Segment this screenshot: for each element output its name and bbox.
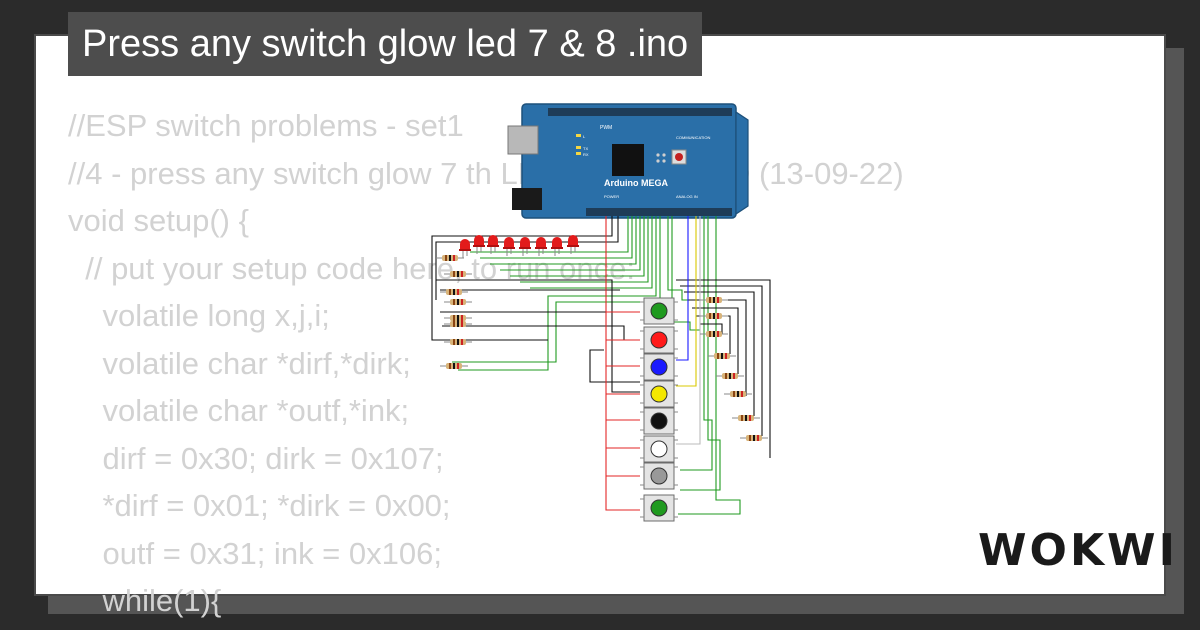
arduino-mega-board: Arduino MEGA PWM COMMUNICATION POWER ANA… <box>507 103 749 219</box>
code-line: dirf = 0x30; dirk = 0x107; <box>68 440 444 476</box>
led <box>519 237 531 256</box>
code-line: volatile char *dirf,*dirk; <box>68 345 411 381</box>
resistor-group-left <box>436 255 472 369</box>
resistor <box>444 339 472 345</box>
code-line: volatile long x,j,i; <box>68 298 330 333</box>
resistor-group-right <box>700 297 768 441</box>
resistor <box>444 321 472 327</box>
led-array <box>459 235 579 258</box>
resistor <box>700 297 728 303</box>
resistor <box>708 353 736 359</box>
resistor <box>740 435 768 441</box>
pushbutton-cap <box>650 331 668 349</box>
pushbutton-cap <box>650 499 668 517</box>
power-label: POWER <box>604 194 619 199</box>
led <box>503 237 515 256</box>
led <box>459 239 471 258</box>
rx-led-label: RX <box>583 152 589 157</box>
code-line: while(1){ <box>68 583 222 618</box>
code-line: volatile char *outf,*ink; <box>68 393 410 428</box>
resistor <box>700 313 728 319</box>
pushbutton-cap <box>650 358 668 376</box>
led <box>487 235 499 254</box>
pushbutton[interactable] <box>640 494 678 522</box>
resistor <box>716 373 744 379</box>
resistor <box>732 415 760 421</box>
pushbutton[interactable] <box>640 297 678 325</box>
communication-label: COMMUNICATION <box>676 135 710 140</box>
pushbutton-cap <box>650 412 668 430</box>
led <box>473 235 485 254</box>
resistor <box>444 315 472 321</box>
resistor <box>436 255 464 261</box>
pushbutton[interactable] <box>640 326 678 354</box>
led <box>551 237 563 256</box>
resistor <box>700 331 728 337</box>
tx-led-label: TX <box>583 146 588 151</box>
pushbutton-cap <box>650 385 668 403</box>
pushbutton-cap <box>650 440 668 458</box>
analog-in-label: ANALOG IN <box>676 194 698 199</box>
wokwi-logo: WOKWI <box>978 525 1178 576</box>
l-led-label: L <box>583 134 586 139</box>
code-line: outf = 0x31; ink = 0x106; <box>68 535 442 571</box>
pwm-label: PWM <box>600 125 612 131</box>
resistor <box>440 289 468 295</box>
pushbutton[interactable] <box>640 407 678 435</box>
project-title: Press any switch glow led 7 & 8 .ino <box>68 12 703 76</box>
pushbutton[interactable] <box>640 380 678 408</box>
pushbutton[interactable] <box>640 435 678 463</box>
resistor <box>444 271 472 277</box>
code-line: *dirf = 0x01; *dirk = 0x00; <box>68 488 451 523</box>
pushbutton[interactable] <box>640 462 678 490</box>
board-name: Arduino MEGA <box>604 178 668 188</box>
pushbutton-column <box>640 297 678 522</box>
pushbutton-cap <box>650 467 668 485</box>
led <box>567 235 579 254</box>
code-line: //ESP switch problems - set1 <box>68 108 464 143</box>
pushbutton-cap <box>650 302 668 320</box>
wires <box>431 216 771 515</box>
resistor <box>444 299 472 305</box>
code-line: void setup() { <box>68 203 249 238</box>
resistor <box>440 363 468 369</box>
code-preview: //ESP switch problems - set1//4 - press … <box>68 102 904 625</box>
resistor <box>724 391 752 397</box>
led <box>535 237 547 256</box>
pushbutton[interactable] <box>640 353 678 381</box>
